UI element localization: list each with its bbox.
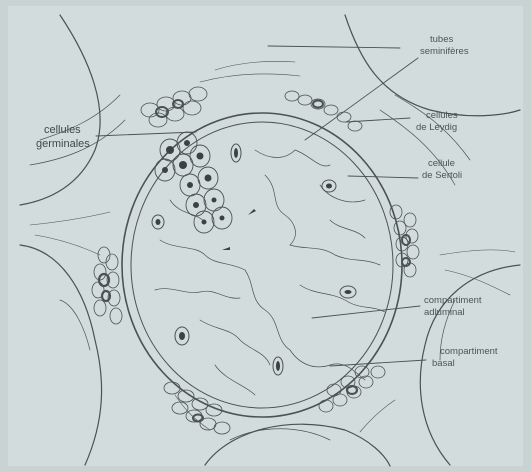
label-basal-line1: compartiment	[440, 346, 498, 357]
label-leydig-line1: cellules	[426, 110, 458, 121]
label-basal-line2: basal	[432, 358, 455, 369]
label-germinal-line2: germinales	[36, 138, 90, 150]
label-tubes-line2: seminifères	[420, 46, 469, 57]
label-leydig-line2: de Leydig	[416, 122, 457, 133]
label-sertoli-line2: de Sertoli	[422, 170, 462, 181]
label-sertoli-line1: cellule	[428, 158, 455, 169]
label-adluminal-line1: compartiment	[424, 295, 482, 306]
label-tubes-line1: tubes	[430, 34, 453, 45]
label-adluminal-line2: adluminal	[424, 307, 465, 318]
paper-background	[8, 6, 523, 466]
label-germinal-line1: cellules	[44, 124, 81, 136]
